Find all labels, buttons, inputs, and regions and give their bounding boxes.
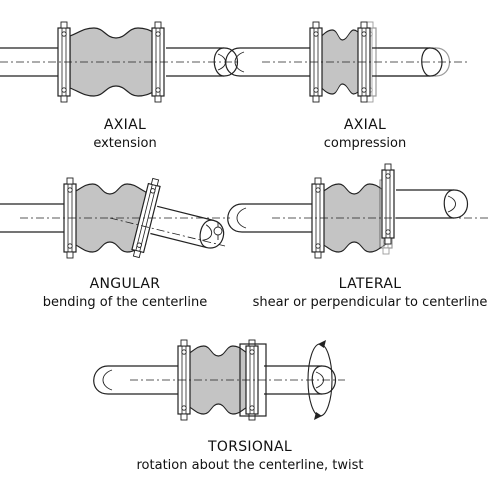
torsional-figure <box>93 339 345 421</box>
panel-subtitle: rotation about the centerline, twist <box>136 457 364 473</box>
panel-title: LATERAL <box>338 276 402 292</box>
panel-axial-extension-label: AXIAL extension <box>0 116 250 152</box>
panel-lateral-label: LATERAL shear or perpendicular to center… <box>240 275 500 311</box>
panel-title: TORSIONAL <box>208 439 292 455</box>
panel-title: AXIAL <box>343 117 387 133</box>
panel-subtitle: shear or perpendicular to centerline <box>252 294 488 310</box>
panel-title: AXIAL <box>103 117 147 133</box>
lateral-figure <box>227 163 490 259</box>
panel-angular-label: ANGULAR bending of the centerline <box>0 275 250 311</box>
panel-subtitle: compression <box>323 135 407 151</box>
panel-torsional-label: TORSIONAL rotation about the centerline,… <box>0 438 500 474</box>
panel-subtitle: bending of the centerline <box>42 294 208 310</box>
axial-extension-figure <box>0 21 240 103</box>
panel-subtitle: extension <box>93 135 157 151</box>
panel-axial-compression-label: AXIAL compression <box>240 116 490 152</box>
axial-compression-figure <box>225 21 470 103</box>
angular-figure <box>0 177 230 259</box>
panel-title: ANGULAR <box>89 276 161 292</box>
